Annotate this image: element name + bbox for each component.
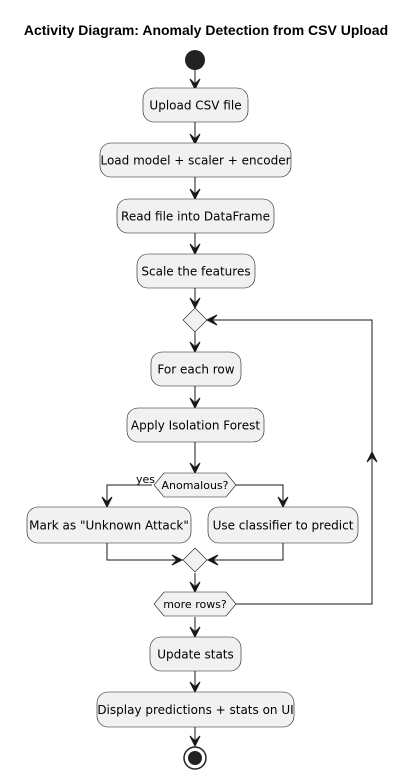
action-upload-csv: Upload CSV file xyxy=(142,87,249,123)
edges xyxy=(101,70,378,748)
action-for-each-row: For each row xyxy=(150,351,242,387)
action-display-predictions: Display predictions + stats on UI xyxy=(96,691,295,728)
decision-more-rows-label: more rows? xyxy=(163,598,227,611)
action-update-stats-label: Update stats xyxy=(157,648,234,662)
action-mark-unknown-attack: Mark as "Unknown Attack" xyxy=(26,506,192,544)
decision-anomalous-label: Anomalous? xyxy=(161,479,228,492)
action-load-model: Load model + scaler + encoder xyxy=(99,142,292,178)
action-read-file-label: Read file into DataFrame xyxy=(121,210,270,224)
action-for-each-row-label: For each row xyxy=(157,363,234,377)
loop-merge-diamond xyxy=(182,307,208,333)
end-node xyxy=(183,746,207,770)
action-scale-features-label: Scale the features xyxy=(141,265,250,279)
action-display-predictions-label: Display predictions + stats on UI xyxy=(97,703,293,717)
action-update-stats: Update stats xyxy=(149,636,242,672)
action-use-classifier-label: Use classifier to predict xyxy=(213,519,354,533)
start-node xyxy=(185,50,205,70)
diagram-title: Activity Diagram: Anomaly Detection from… xyxy=(24,22,388,38)
action-isolation-forest-label: Apply Isolation Forest xyxy=(131,419,260,433)
decision-more-rows: more rows? xyxy=(153,591,237,617)
decision-anomalous: Anomalous? xyxy=(153,472,237,498)
action-scale-features: Scale the features xyxy=(136,253,256,289)
action-read-file: Read file into DataFrame xyxy=(116,198,275,234)
action-isolation-forest: Apply Isolation Forest xyxy=(126,407,265,443)
action-load-model-label: Load model + scaler + encoder xyxy=(100,154,290,168)
action-mark-unknown-attack-label: Mark as "Unknown Attack" xyxy=(29,519,189,533)
merge-diamond xyxy=(182,547,208,573)
action-upload-csv-label: Upload CSV file xyxy=(149,99,241,113)
action-use-classifier: Use classifier to predict xyxy=(207,506,359,544)
branch-label-yes: yes xyxy=(136,473,155,486)
